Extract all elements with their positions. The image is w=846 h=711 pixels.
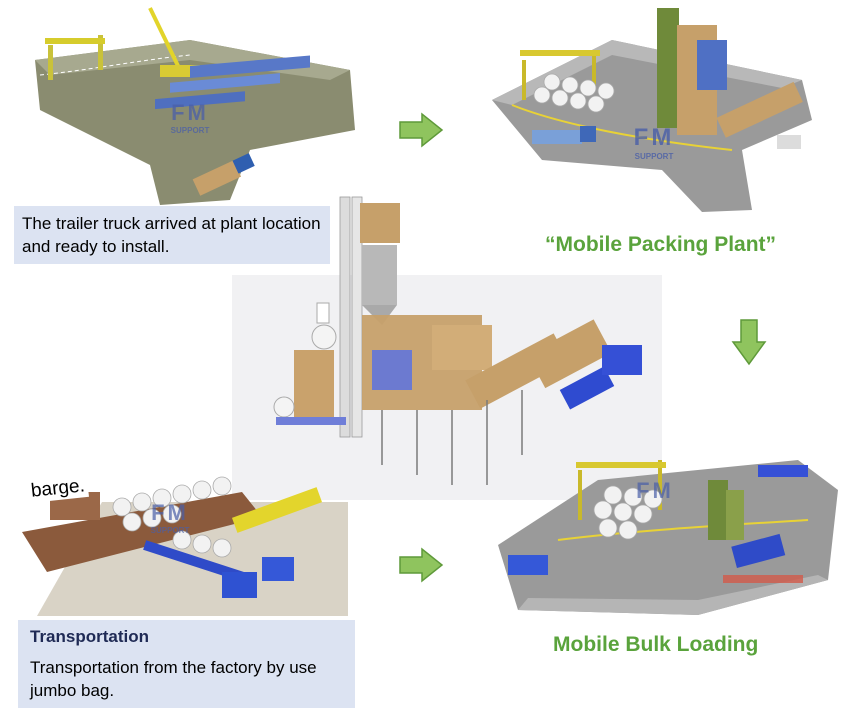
truck-arrival-scene xyxy=(35,7,355,205)
company-logo: FM SUPPORT xyxy=(140,500,200,535)
company-logo: FM SUPPORT xyxy=(160,100,220,135)
arrow-right-icon xyxy=(399,547,444,583)
logo-mark: FM xyxy=(171,100,209,125)
transportation-scene xyxy=(22,476,348,616)
central-plant-render xyxy=(232,196,662,500)
arrow-down-icon xyxy=(731,319,767,366)
logo-subtext: SUPPORT xyxy=(170,126,210,135)
logo-mark: FM xyxy=(636,478,674,503)
company-logo: FM xyxy=(625,478,685,504)
transportation-text: Transportation from the factory by use j… xyxy=(30,658,317,700)
company-logo: FM SUPPORT xyxy=(622,124,686,161)
transportation-caption: Transportation Transportation from the f… xyxy=(18,620,355,708)
logo-mark: FM xyxy=(151,500,189,525)
logo-subtext: SUPPORT xyxy=(150,526,190,535)
packing-plant-title: “Mobile Packing Plant” xyxy=(545,233,777,256)
logo-subtext: SUPPORT xyxy=(634,152,674,161)
arrow-right-icon xyxy=(399,112,444,148)
packing-plant-scene xyxy=(492,8,812,212)
bulk-loading-title: Mobile Bulk Loading xyxy=(553,633,759,656)
logo-mark: FM xyxy=(633,124,675,151)
truck-arrival-text: The trailer truck arrived at plant locat… xyxy=(22,214,321,256)
truck-arrival-caption: The trailer truck arrived at plant locat… xyxy=(14,206,330,264)
transportation-title: Transportation xyxy=(30,627,150,646)
bulk-loading-scene xyxy=(498,460,838,615)
